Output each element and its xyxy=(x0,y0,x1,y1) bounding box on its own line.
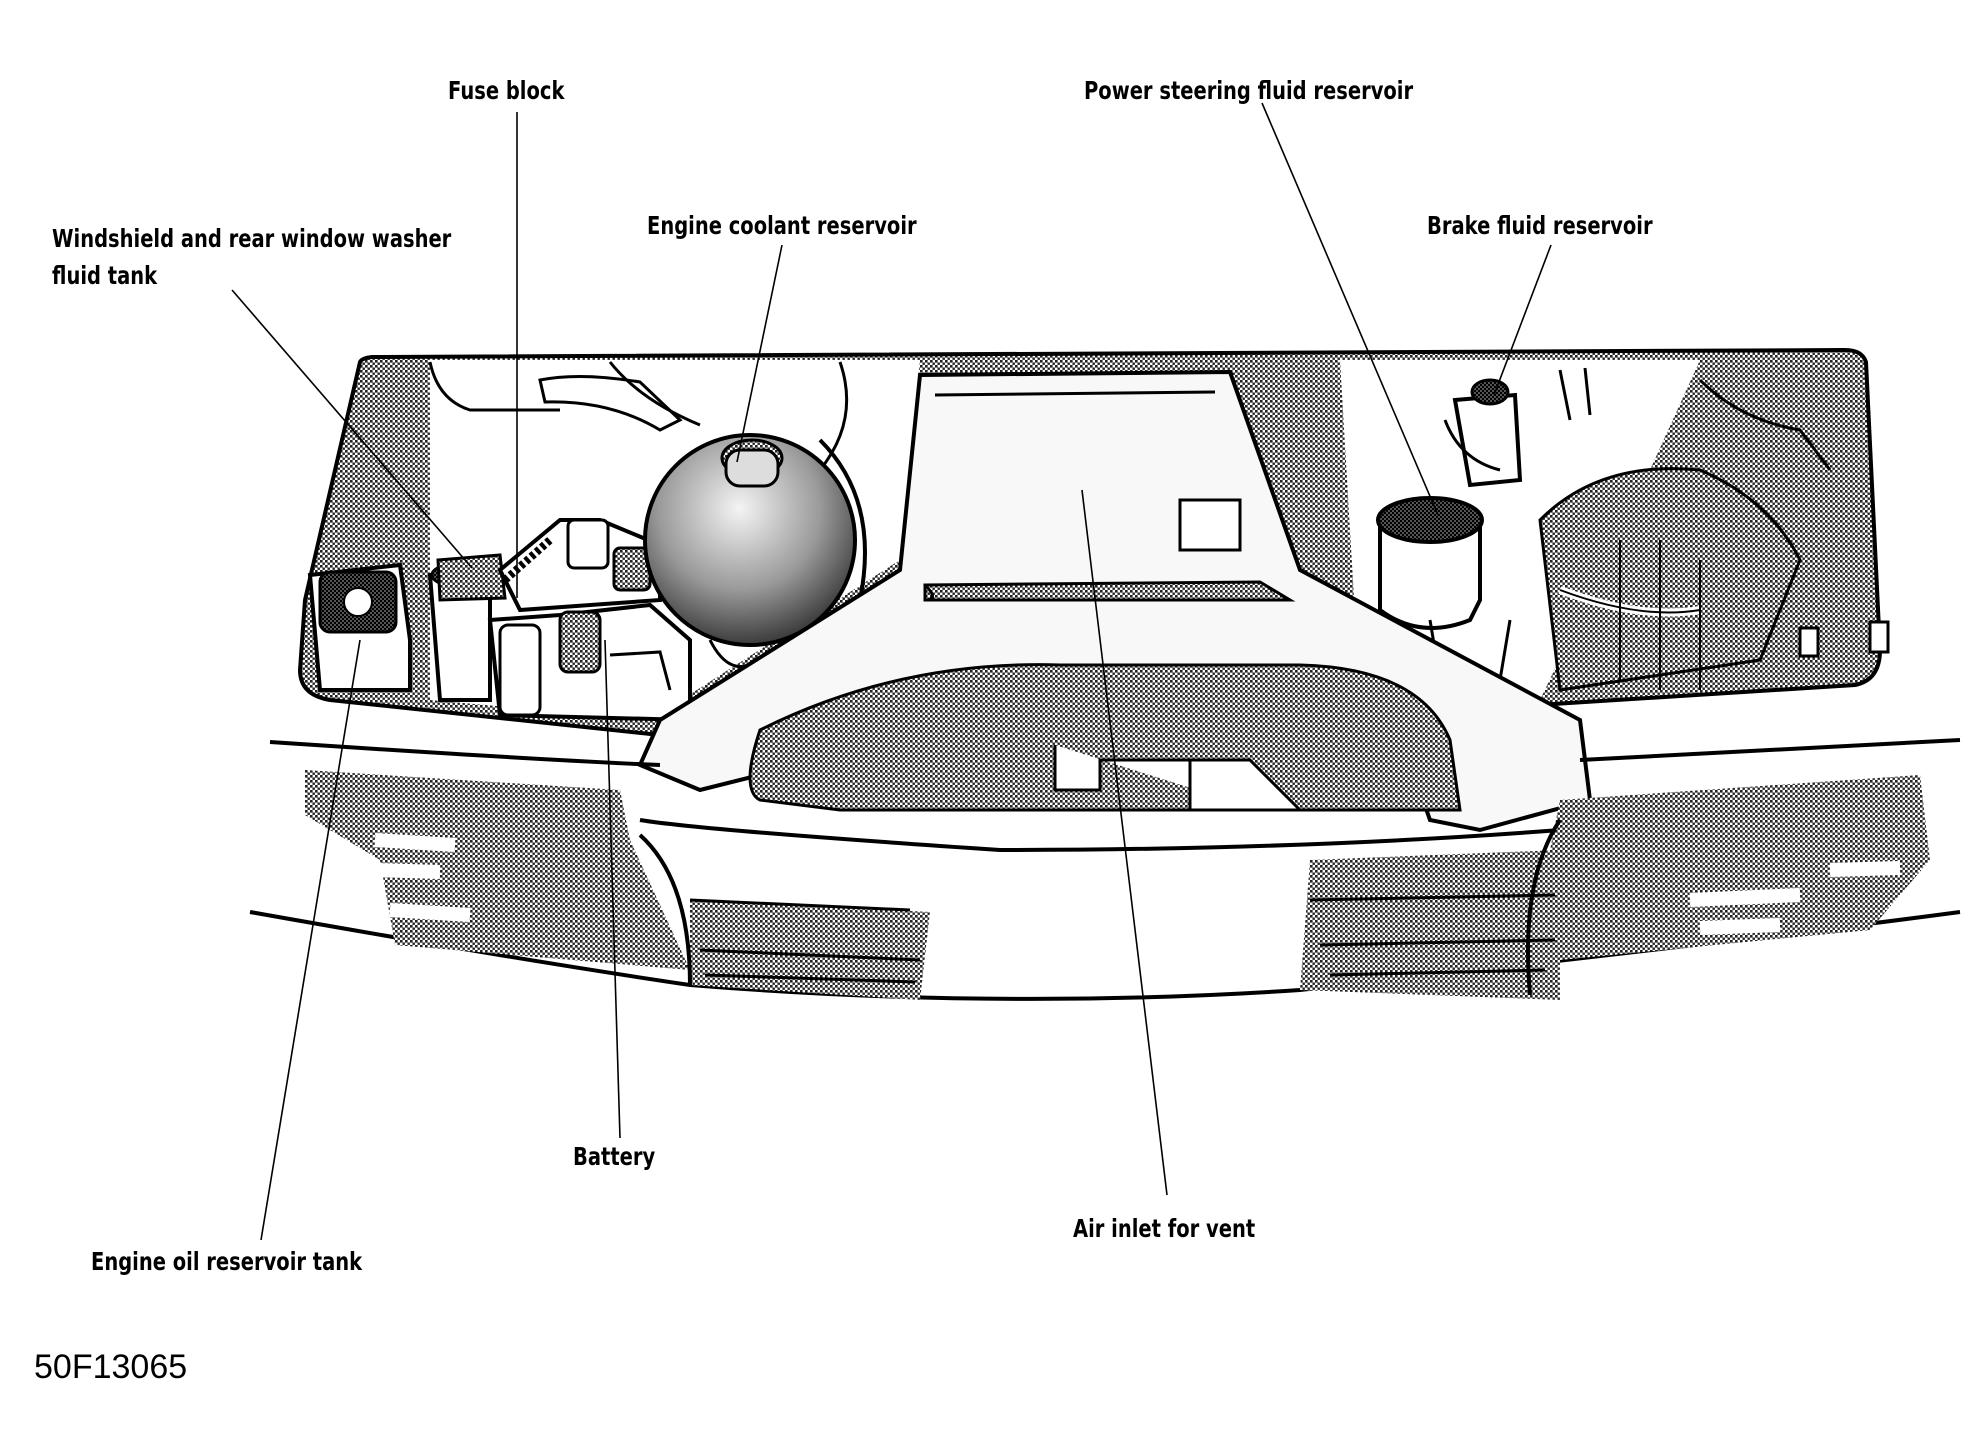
figure-code: 50F13065 xyxy=(34,1348,188,1386)
label-fuse-block: Fuse block xyxy=(448,76,565,105)
label-brake-fluid: Brake fluid reservoir xyxy=(1427,211,1653,240)
label-power-steering: Power steering fluid reservoir xyxy=(1084,76,1414,105)
coolant-reservoir xyxy=(643,433,857,647)
label-washer-fluid-tank: Windshield and rear window washer fluid … xyxy=(52,220,451,294)
label-air-inlet: Air inlet for vent xyxy=(1073,1214,1256,1243)
vent-opening xyxy=(748,663,1462,812)
label-coolant: Engine coolant reservoir xyxy=(647,211,917,240)
label-battery: Battery xyxy=(573,1142,656,1171)
label-washer-line1: Windshield and rear window washer xyxy=(52,224,452,253)
label-engine-oil: Engine oil reservoir tank xyxy=(91,1247,363,1276)
label-washer-line2: fluid tank xyxy=(52,261,158,290)
leader-lines xyxy=(231,102,1552,1241)
